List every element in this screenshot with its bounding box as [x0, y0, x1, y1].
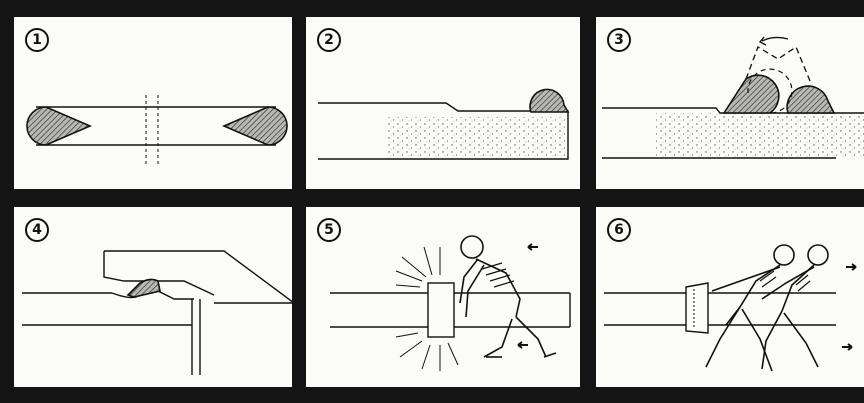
worker-figure-front — [705, 244, 795, 372]
coupling — [427, 282, 455, 338]
impact-lines — [395, 246, 459, 371]
bead-rolling-illustration — [602, 36, 864, 159]
right-bead-section — [221, 106, 288, 146]
worker-figure — [459, 235, 557, 358]
step-number-badge: 3 — [607, 28, 631, 52]
rolling-motion-lines — [745, 46, 811, 82]
step-panel-1: 1 — [14, 17, 292, 189]
pull-arrow-icon — [842, 343, 853, 351]
step-number-badge: 2 — [317, 28, 341, 52]
worker-figure-back — [761, 244, 829, 370]
bead-section — [529, 88, 570, 113]
worker-joining-pipe-illustration — [330, 235, 571, 371]
left-bead-section — [26, 106, 93, 146]
step-number-badge: 6 — [607, 218, 631, 242]
pipe-cutaway-illustration — [26, 95, 288, 165]
tool-outline — [104, 250, 292, 303]
step-panel-2: 2 — [306, 17, 580, 189]
step-panel-5: 5 — [306, 207, 580, 387]
bead-end-position — [786, 85, 836, 114]
push-arrow-icon — [517, 341, 528, 349]
step-number-badge: 5 — [317, 218, 341, 242]
step-panel-3: 3 — [596, 17, 864, 189]
rotation-arrow-icon — [758, 36, 767, 46]
bead-on-stock-illustration — [318, 88, 570, 160]
workers-pulling-pipe-illustration — [604, 244, 857, 372]
step-panel-6: 6 — [596, 207, 864, 387]
step-number-badge: 4 — [25, 218, 49, 242]
tool-on-bead-illustration — [22, 250, 292, 375]
step-panel-4: 4 — [14, 207, 292, 387]
bead-start-position — [722, 74, 780, 114]
step-number-badge: 1 — [25, 28, 49, 52]
coupling — [685, 282, 709, 334]
bead-section — [126, 278, 161, 298]
pull-arrow-icon — [846, 263, 857, 271]
push-arrow-icon — [527, 243, 538, 251]
